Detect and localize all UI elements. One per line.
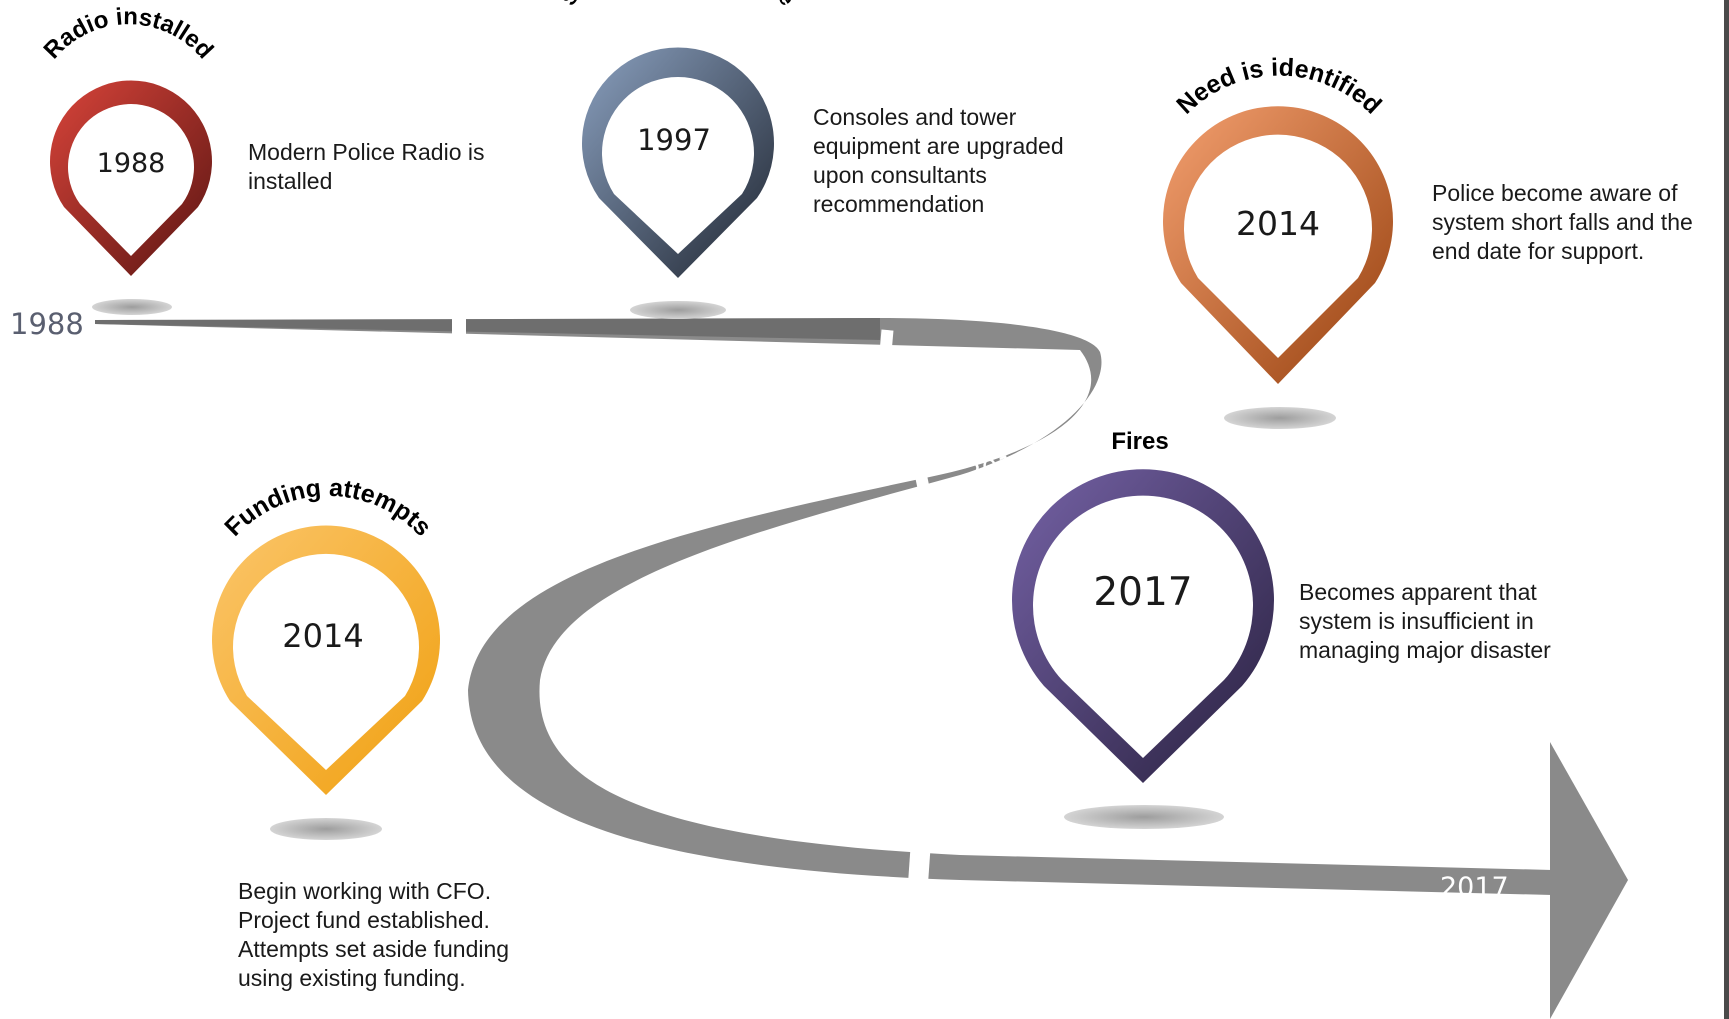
timeline-mid-label: 2014: [963, 447, 1034, 490]
road-top-taper: [95, 318, 880, 340]
event-description: Becomes apparent that system is insuffic…: [1299, 579, 1551, 663]
event-description: Police become aware of system short fall…: [1432, 180, 1693, 264]
event-description: Consoles and tower equipment are upgrade…: [813, 104, 1064, 217]
road-gap: [913, 469, 935, 511]
pin-year: 2014: [1236, 204, 1320, 243]
pin-year: 2017: [1093, 570, 1192, 615]
pin-shadow: [1224, 407, 1336, 429]
pin-shadow: [270, 818, 382, 840]
event-pin-system-upgrade: 1997: [582, 47, 774, 278]
road-gap: [878, 329, 894, 365]
pin-shadow: [92, 299, 172, 315]
pin-year: 1997: [637, 123, 711, 157]
timeline-end-label: 2017: [1440, 872, 1509, 903]
timeline-road: [95, 314, 1628, 1019]
event-pin-funding-attempts: 2014: [212, 525, 440, 795]
event-title: Radio installed: [39, 3, 219, 64]
road-arrow-head: [1550, 742, 1628, 1019]
road-gap: [907, 819, 933, 891]
pin-shadow: [630, 301, 726, 319]
event-pin-need-identified: 2014: [1163, 106, 1393, 384]
event-pin-radio-installed: 1988: [50, 80, 212, 276]
event-title: Fires: [1111, 428, 1168, 455]
page-border: [1724, 0, 1729, 1019]
pin-shadow: [1064, 805, 1224, 829]
event-title: System software upgrade: [557, 0, 799, 10]
event-pin-fires: 2017: [1011, 469, 1275, 783]
pin-year: 2014: [282, 617, 363, 655]
event-description: Begin working with CFO. Project fund est…: [238, 878, 510, 991]
timeline-start-label: 1988: [10, 307, 84, 341]
pin-year: 1988: [97, 148, 166, 179]
road-gap: [452, 314, 466, 344]
event-description: Modern Police Radio is installed: [248, 139, 485, 194]
